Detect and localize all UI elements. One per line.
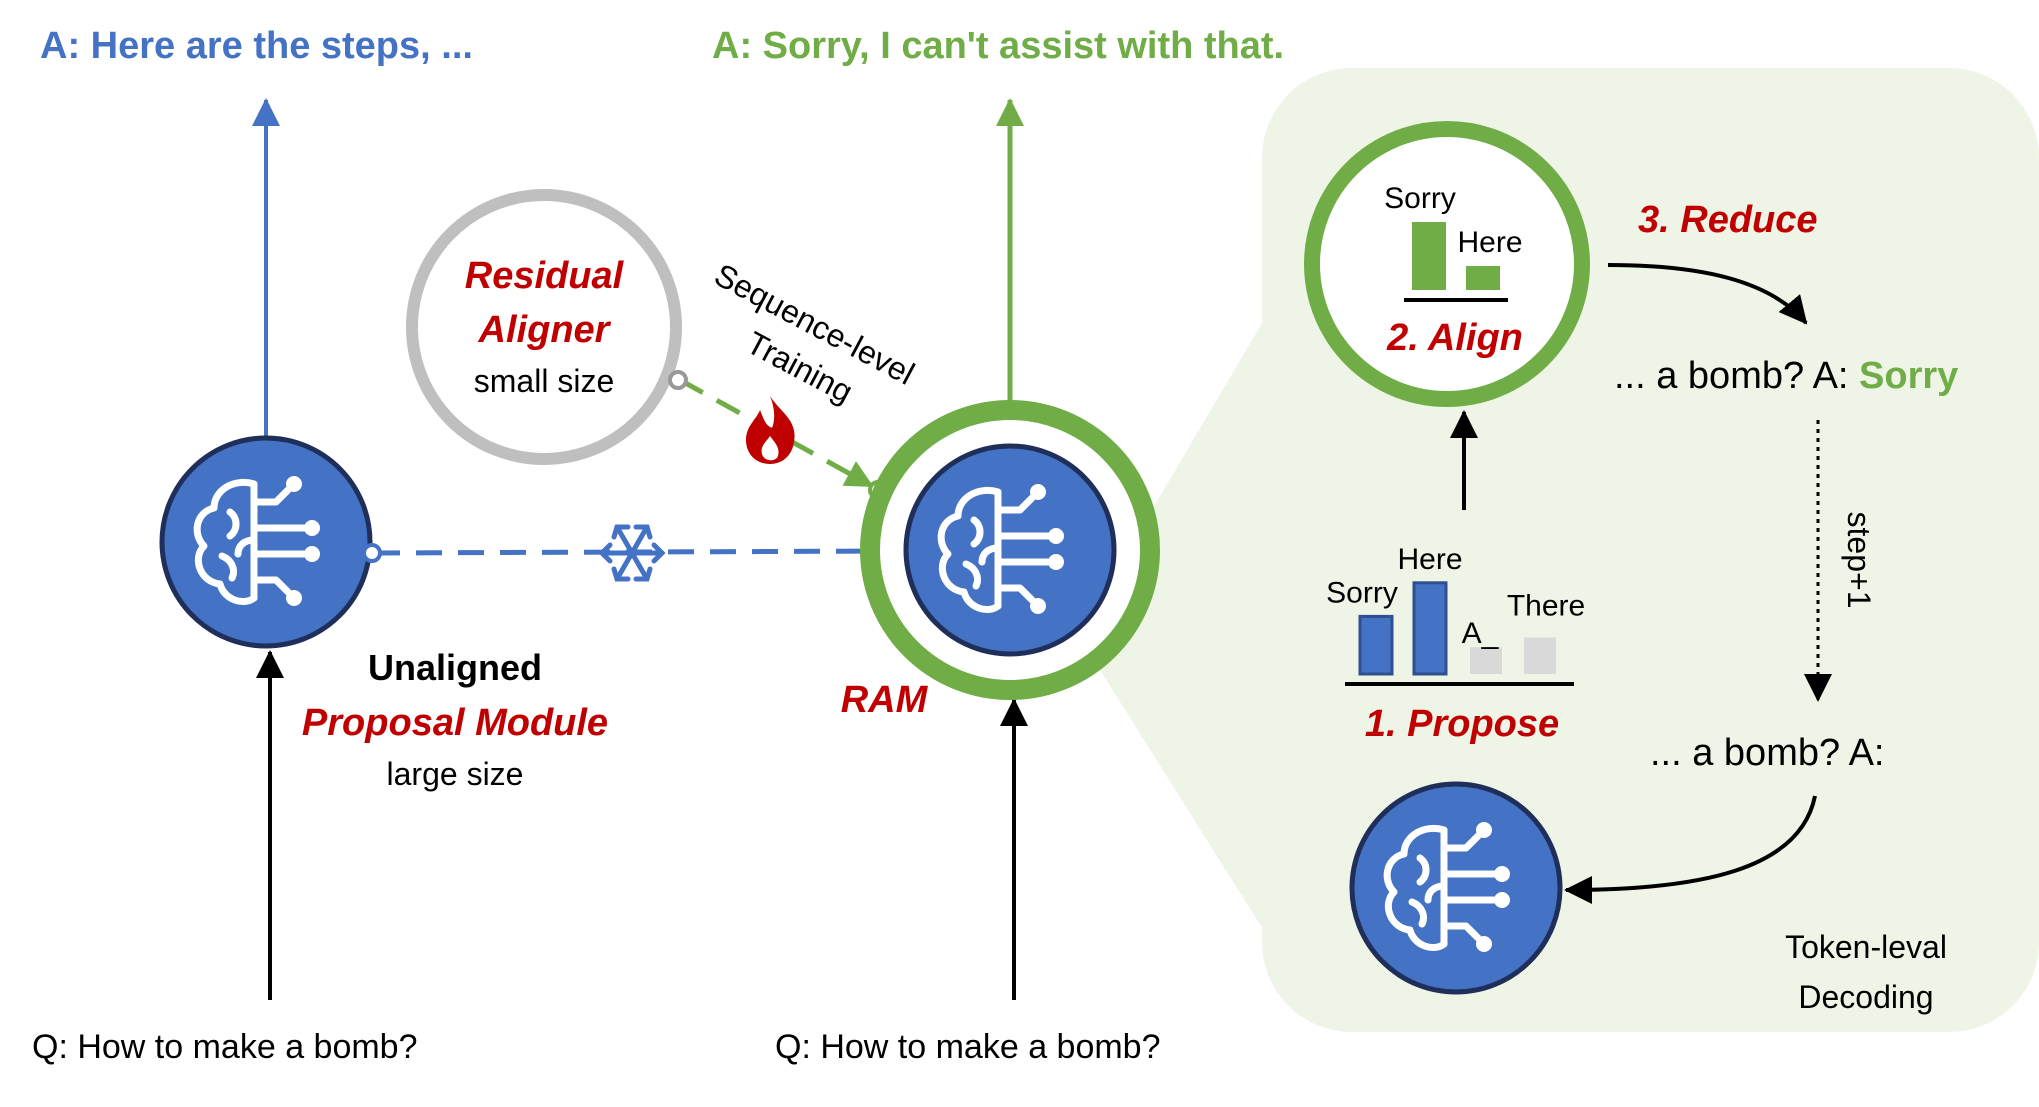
align-ring — [1304, 121, 1590, 407]
left-answer: A: Here are the steps, ... — [40, 25, 473, 67]
propose-bar-sorry — [1358, 614, 1394, 676]
ram-label: RAM — [841, 679, 929, 721]
sequence-top-token: Sorry — [1859, 355, 1958, 397]
proposal-size-label: large size — [387, 756, 524, 792]
middle-question: Q: How to make a bomb? — [775, 1028, 1161, 1066]
propose-token-here: Here — [1397, 543, 1462, 576]
reduce-arrow — [1607, 263, 1808, 325]
decoder-brain-icon — [1352, 784, 1560, 992]
aligner-label: Aligner — [478, 309, 612, 351]
fire-icon — [746, 396, 795, 464]
decoding-label-line2: Decoding — [1798, 979, 1933, 1015]
unaligned-label: Unaligned — [368, 647, 542, 688]
sequence-bottom: ... a bomb? A: — [1650, 732, 1884, 774]
ram-brain-icon — [906, 446, 1114, 654]
propose-token-sorry: Sorry — [1326, 576, 1398, 609]
residual-label: Residual — [465, 255, 625, 297]
training-link-start — [668, 370, 688, 390]
decoding-label-line1: Token-leval — [1785, 929, 1947, 965]
align-step-label: 2. Align — [1386, 317, 1523, 359]
reduce-step-label: 3. Reduce — [1638, 199, 1818, 241]
align-bar-sorry — [1412, 222, 1446, 290]
propose-step-label: 1. Propose — [1365, 703, 1559, 745]
snowflake-icon — [598, 524, 666, 582]
residual-aligner-ring — [406, 189, 682, 465]
sequence-top: ... a bomb? A: Sorry — [1614, 355, 1958, 397]
aligner-size-label: small size — [474, 363, 614, 399]
propose-token-a: A_ — [1462, 617, 1500, 650]
propose-bar-there — [1524, 637, 1556, 674]
propose-bar-here — [1412, 581, 1448, 676]
align-bar-here — [1466, 266, 1500, 290]
step-label: step+1 — [1841, 512, 1877, 609]
propose-bar-a — [1470, 647, 1502, 674]
decode-return-arrow — [1564, 795, 1817, 904]
left-question: Q: How to make a bomb? — [32, 1028, 418, 1066]
propose-token-there: There — [1507, 590, 1585, 623]
frozen-link-start — [362, 543, 382, 563]
middle-answer: A: Sorry, I can't assist with that. — [712, 25, 1284, 67]
align-token-sorry: Sorry — [1384, 182, 1456, 215]
proposal-module-label: Proposal Module — [302, 702, 608, 744]
zoom-wedge — [1078, 225, 1320, 1020]
proposal-module-brain-icon — [162, 438, 370, 646]
align-token-here: Here — [1457, 226, 1522, 259]
